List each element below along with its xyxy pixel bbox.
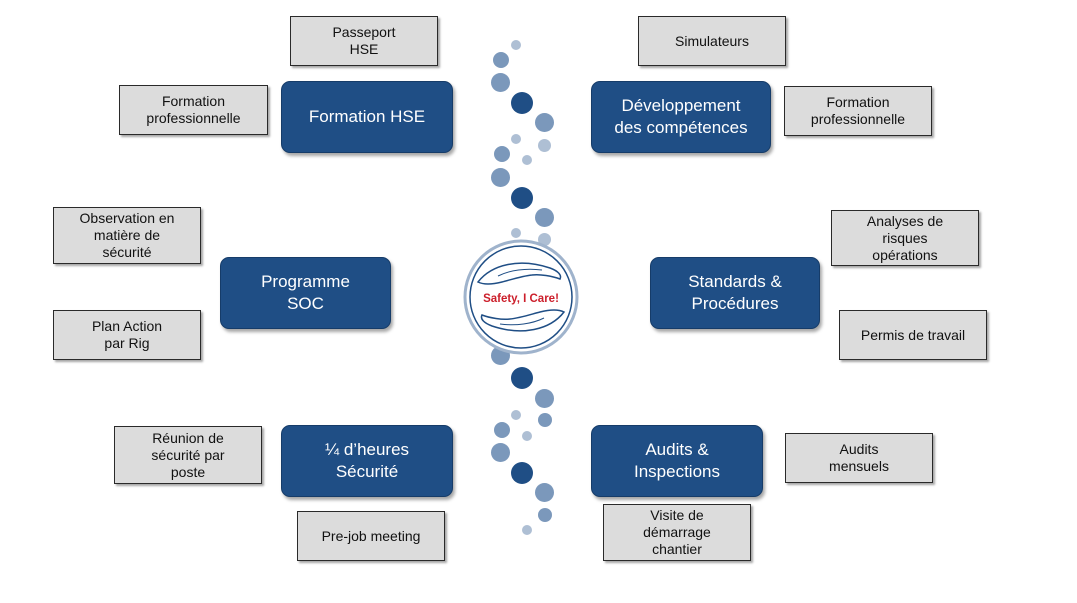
audits-mensuels-box: Audits mensuels bbox=[785, 433, 933, 483]
spine-dot bbox=[522, 155, 532, 165]
audits-inspections-box: Audits & Inspections bbox=[591, 425, 763, 497]
pre-job-meeting-box: Pre-job meeting bbox=[297, 511, 445, 561]
programme-soc-box: Programme SOC bbox=[220, 257, 391, 329]
spine-dot bbox=[535, 483, 554, 502]
spine-dot bbox=[491, 73, 510, 92]
spine-dot bbox=[511, 187, 533, 209]
formation-professionnelle-left-box: Formation professionnelle bbox=[119, 85, 268, 135]
logo-text: Safety, I Care! bbox=[483, 293, 559, 305]
spine-dot bbox=[511, 367, 533, 389]
spine-dot bbox=[491, 443, 510, 462]
developpement-competences-box: Développement des compétences bbox=[591, 81, 771, 153]
spine-dot bbox=[511, 134, 521, 144]
spine-dot bbox=[535, 208, 554, 227]
spine-dot bbox=[491, 168, 510, 187]
passeport-hse-box: Passeport HSE bbox=[290, 16, 438, 66]
safety-logo: Safety, I Care! bbox=[462, 238, 580, 361]
spine-dot bbox=[493, 52, 509, 68]
reunion-securite-box: Réunion de sécurité par poste bbox=[114, 426, 262, 484]
spine-dot bbox=[522, 525, 532, 535]
permis-travail-box: Permis de travail bbox=[839, 310, 987, 360]
observation-securite-box: Observation en matière de sécurité bbox=[53, 207, 201, 264]
spine-dot bbox=[511, 462, 533, 484]
spine-dot bbox=[522, 431, 532, 441]
spine-dot bbox=[494, 422, 510, 438]
spine-dot bbox=[535, 389, 554, 408]
formation-hse-box: Formation HSE bbox=[281, 81, 453, 153]
safety-logo-emblem: Safety, I Care! bbox=[463, 239, 579, 355]
formation-professionnelle-right-box: Formation professionnelle bbox=[784, 86, 932, 136]
spine-dot bbox=[538, 413, 552, 427]
simulateurs-box: Simulateurs bbox=[638, 16, 786, 66]
spine-dot bbox=[535, 113, 554, 132]
spine-dot bbox=[511, 228, 521, 238]
spine-dot bbox=[511, 92, 533, 114]
analyses-risques-box: Analyses de risques opérations bbox=[831, 210, 979, 266]
spine-dot bbox=[538, 233, 551, 246]
visite-demarrage-box: Visite de démarrage chantier bbox=[603, 504, 751, 561]
spine-dot bbox=[511, 410, 521, 420]
quart-heures-securite-box: ¼ d’heures Sécurité bbox=[281, 425, 453, 497]
standards-procedures-box: Standards & Procédures bbox=[650, 257, 820, 329]
spine-dot bbox=[538, 139, 551, 152]
spine-dot bbox=[538, 508, 552, 522]
spine-dot bbox=[494, 146, 510, 162]
plan-action-rig-box: Plan Action par Rig bbox=[53, 310, 201, 360]
spine-dot bbox=[511, 40, 521, 50]
